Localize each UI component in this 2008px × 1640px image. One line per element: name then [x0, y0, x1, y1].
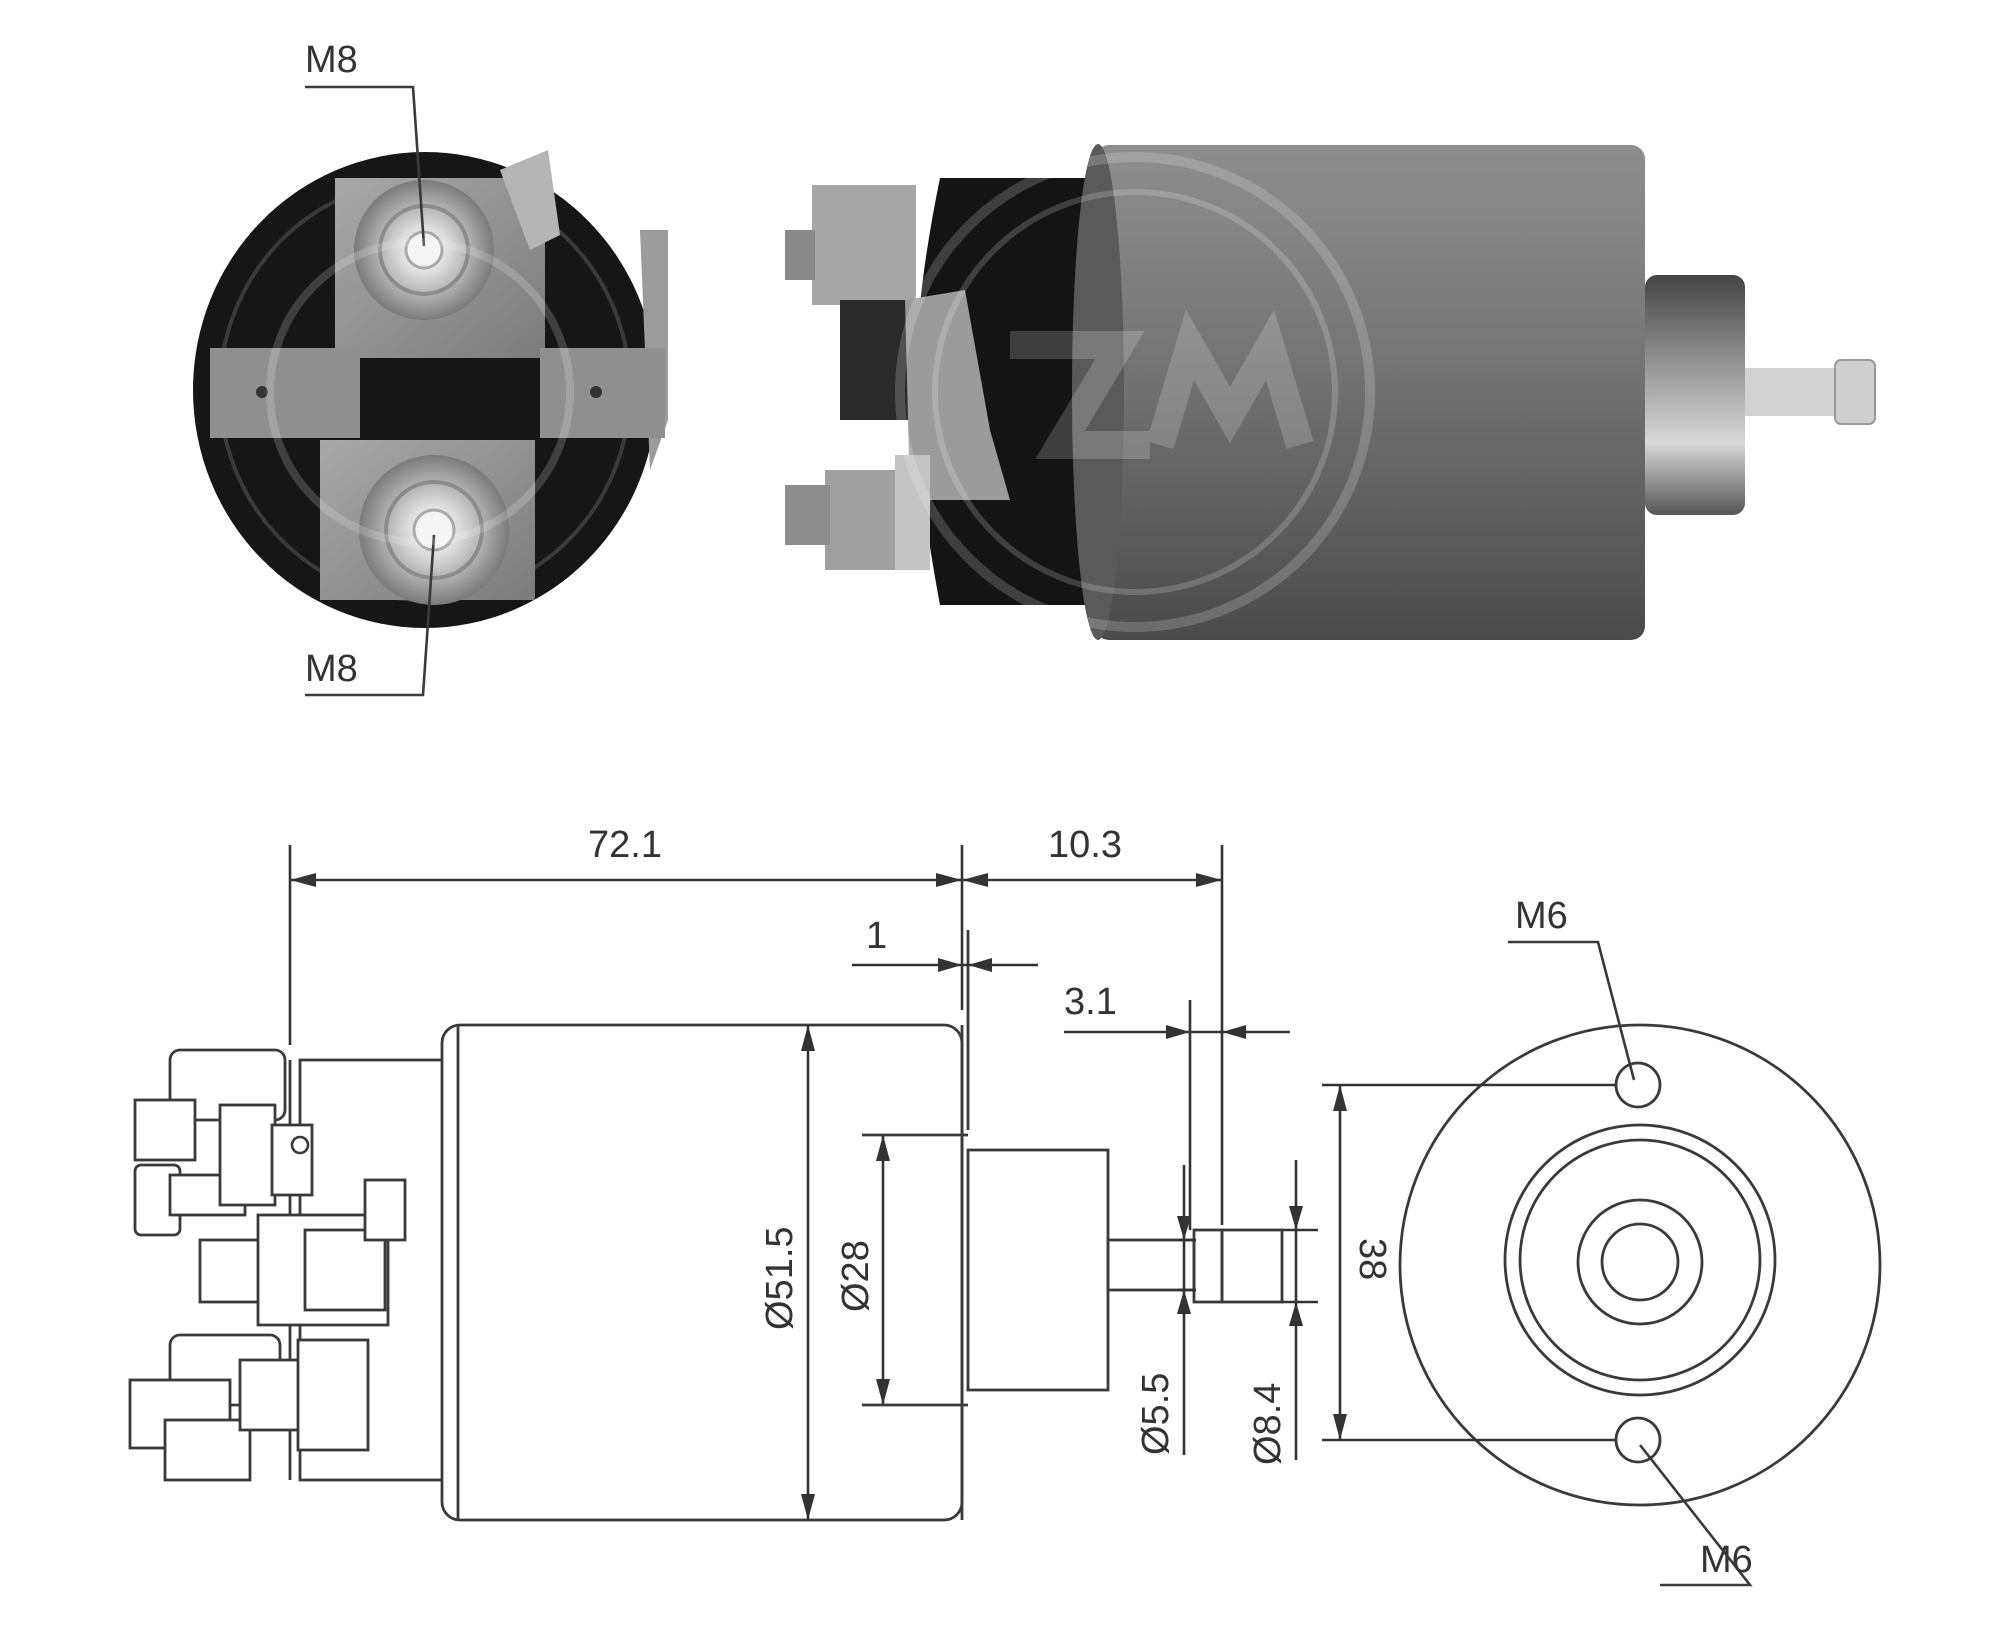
top-terminal-label: M8: [305, 39, 358, 81]
dim-tip-length: 3.1: [1064, 981, 1117, 1023]
top-hole-label: M6: [1515, 895, 1568, 937]
bottom-terminal-label: M8: [305, 648, 358, 690]
dim-plunger-protrusion: 10.3: [1048, 824, 1122, 866]
watermark-logo: [266, 152, 1375, 632]
bottom-hole-label: M6: [1700, 1539, 1753, 1581]
end-view-photo: M8 M8: [193, 39, 668, 697]
dim-shaft-diameter: Ø5.5: [1135, 1373, 1177, 1455]
dim-tip-diameter: Ø8.4: [1247, 1383, 1289, 1465]
dim-overall-length: 72.1: [588, 824, 662, 866]
dim-flange-thickness: 1: [866, 915, 887, 957]
dim-hole-spacing: 38: [1351, 1238, 1393, 1280]
dim-body-diameter: Ø51.5: [759, 1226, 801, 1330]
front-view-drawing: 38 M6 M6: [1322, 895, 1882, 1587]
side-view-drawing: 72.1 10.3 1 3.1 Ø51.5 Ø28 Ø5.5: [128, 824, 1318, 1522]
dim-boss-diameter: Ø28: [835, 1240, 877, 1312]
side-view-photo: [785, 144, 1876, 640]
